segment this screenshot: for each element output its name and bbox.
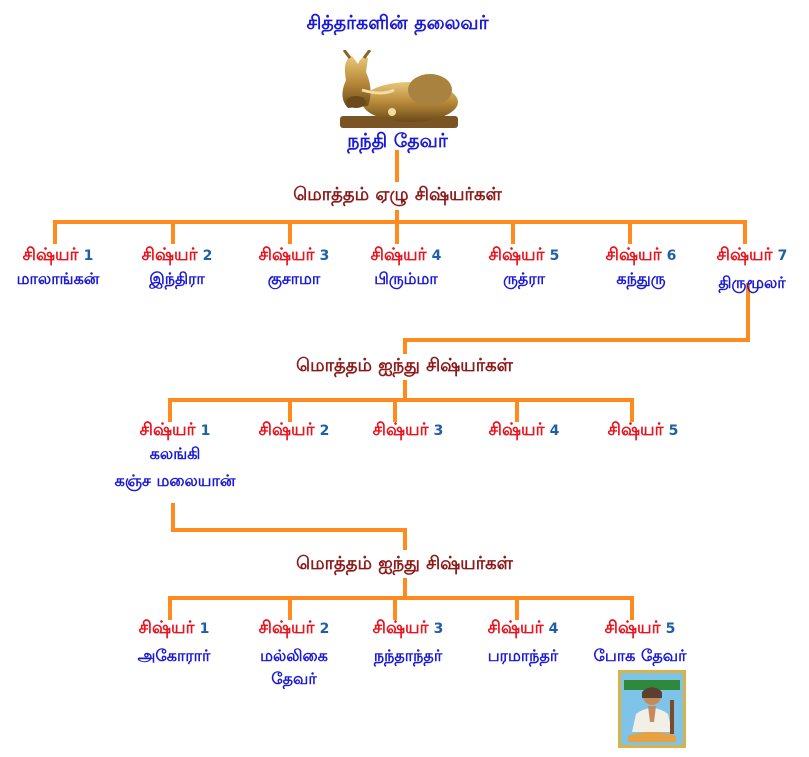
- level3-disciple-2: சிஷ்யர் 2 மல்லிகை தேவர்: [258, 618, 330, 688]
- level3-disciple-1: சிஷ்யர் 1 அகோரார்: [137, 618, 211, 665]
- level2-disciple-5: சிஷ்யர் 5: [607, 420, 679, 440]
- connector-kalangi: [171, 503, 407, 550]
- bhoga-portrait-image: [618, 670, 686, 748]
- level1-disciple-4: சிஷ்யர் 4 பிரும்மா: [370, 245, 442, 288]
- level2-disciple-1: சிஷ்யர் 1 கலங்கி கஞ்ச மலையான்: [114, 420, 236, 490]
- level3-disciple-4: சிஷ்யர் 4 பரமாந்தர்: [487, 618, 559, 665]
- level2-heading: மொத்தம் ஐந்து சிஷ்யர்கள்: [296, 355, 513, 376]
- level2-disciple-2: சிஷ்யர் 2: [258, 420, 330, 440]
- level3-disciple-3: சிஷ்யர் 3 நந்தாந்தர்: [372, 618, 444, 665]
- level3-heading: மொத்தம் ஐந்து சிஷ்யர்கள்: [296, 553, 513, 574]
- nandi-bull-image: [340, 50, 458, 128]
- level1-disciple-2: சிஷ்யர் 2 இந்திரா: [141, 245, 213, 288]
- top-name: நந்தி தேவர்: [347, 130, 448, 152]
- level1-disciple-7: சிஷ்யர் 7 திருமூலர்: [716, 245, 788, 292]
- level1-heading: மொத்தம் ஏழு சிஷ்யர்கள்: [293, 184, 502, 205]
- level2-disciple-4: சிஷ்யர் 4: [488, 420, 560, 440]
- level3-disciple-5: சிஷ்யர் 5 போக தேவர்: [593, 618, 687, 665]
- level1-disciple-1: சிஷ்யர் 1 மாலாங்கன்: [16, 245, 100, 288]
- level1-disciple-5: சிஷ்யர் 5 ருத்ரா: [488, 245, 560, 288]
- level1-disciple-6: சிஷ்யர் 6 கந்துரு: [605, 245, 677, 288]
- level1-disciple-3: சிஷ்யர் 3 குசாமா: [258, 245, 330, 288]
- connector-thirumoolar: [403, 283, 750, 354]
- level2-disciple-3: சிஷ்யர் 3: [372, 420, 444, 440]
- top-title: சித்தர்களின் தலைவர்: [306, 12, 489, 34]
